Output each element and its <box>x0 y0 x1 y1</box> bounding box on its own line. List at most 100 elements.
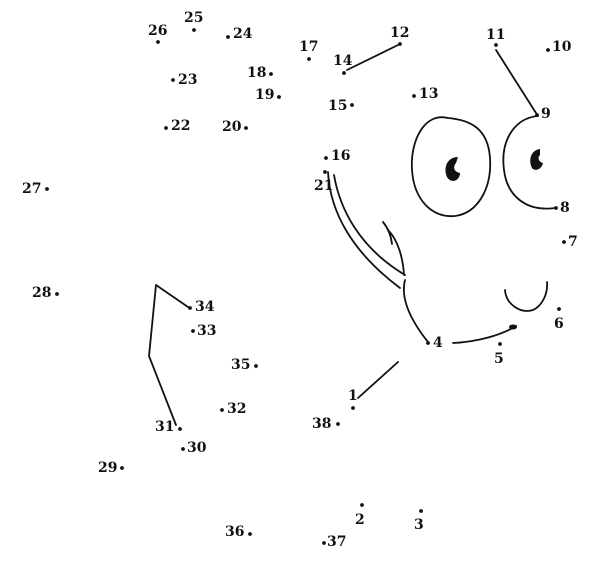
point-6: 6 <box>554 307 564 332</box>
point-25-dot <box>192 28 196 32</box>
point-35-label: 35 <box>231 357 250 373</box>
point-19-label: 19 <box>255 87 274 103</box>
point-27-label: 27 <box>22 181 41 197</box>
point-35: 35 <box>231 357 258 373</box>
hair-tip <box>387 229 405 276</box>
pre-drawn-lines <box>148 44 556 426</box>
point-32-label: 32 <box>227 401 246 417</box>
point-8-dot <box>554 206 558 210</box>
point-38: 38 <box>312 416 340 432</box>
point-9: 9 <box>535 106 551 122</box>
right-eye-outline <box>502 115 556 210</box>
point-38-dot <box>336 422 340 426</box>
point-10-label: 10 <box>552 39 572 55</box>
point-17: 17 <box>299 39 318 61</box>
point-32-dot <box>220 408 224 412</box>
point-7: 7 <box>562 234 578 250</box>
point-26-label: 26 <box>148 23 167 39</box>
point-28-dot <box>55 292 59 296</box>
point-30-label: 30 <box>187 440 207 456</box>
point-23: 23 <box>171 72 197 88</box>
point-27-dot <box>45 187 49 191</box>
line-11-to-9 <box>495 49 537 114</box>
point-2: 2 <box>355 503 365 528</box>
point-37: 37 <box>322 534 346 550</box>
point-11: 11 <box>486 27 505 47</box>
point-36: 36 <box>225 524 252 540</box>
jaw-curve <box>452 325 517 344</box>
point-20-dot <box>244 126 248 130</box>
point-23-dot <box>171 78 175 82</box>
point-4-dot <box>426 341 430 345</box>
point-25: 25 <box>184 10 203 32</box>
point-12-label: 12 <box>390 25 409 41</box>
point-33-label: 33 <box>197 323 216 339</box>
point-22: 22 <box>164 118 190 134</box>
point-15-dot <box>350 103 354 107</box>
point-17-dot <box>307 57 311 61</box>
point-28: 28 <box>32 285 59 301</box>
point-19-dot <box>277 95 281 99</box>
point-23-label: 23 <box>178 72 197 88</box>
point-24-label: 24 <box>233 26 253 42</box>
point-6-dot <box>557 307 561 311</box>
point-2-dot <box>360 503 364 507</box>
left-eye-outline <box>411 116 492 217</box>
point-21: 21 <box>314 170 333 194</box>
point-27: 27 <box>22 181 49 197</box>
point-7-label: 7 <box>568 234 578 250</box>
point-36-label: 36 <box>225 524 244 540</box>
mouth-curve <box>504 281 548 312</box>
point-26-dot <box>156 40 160 44</box>
point-15-label: 15 <box>328 98 347 114</box>
point-19: 19 <box>255 87 281 103</box>
point-16-label: 16 <box>331 148 350 164</box>
point-3-dot <box>419 509 423 513</box>
point-20-label: 20 <box>222 119 242 135</box>
point-21-label: 21 <box>314 178 333 194</box>
point-4-label: 4 <box>433 335 443 351</box>
point-18-label: 18 <box>247 65 266 81</box>
right-eye-pupil <box>530 149 543 170</box>
point-13-dot <box>412 94 416 98</box>
point-35-dot <box>254 364 258 368</box>
point-16: 16 <box>324 148 350 164</box>
point-20: 20 <box>222 119 248 135</box>
point-5: 5 <box>494 342 504 367</box>
left-eye-pupil <box>445 157 460 181</box>
point-30: 30 <box>181 440 207 456</box>
point-38-label: 38 <box>312 416 331 432</box>
point-18-dot <box>269 72 273 76</box>
point-15: 15 <box>328 98 354 114</box>
point-6-label: 6 <box>554 316 564 332</box>
point-37-dot <box>322 541 326 545</box>
point-24-dot <box>226 35 230 39</box>
cheek-line <box>403 279 429 343</box>
point-17-label: 17 <box>299 39 318 55</box>
point-31-dot <box>178 427 182 431</box>
point-14: 14 <box>333 53 353 75</box>
point-29-label: 29 <box>98 460 117 476</box>
line-14-to-12 <box>346 44 399 71</box>
point-3-label: 3 <box>414 517 424 533</box>
point-16-dot <box>324 156 328 160</box>
point-26: 26 <box>148 23 167 44</box>
point-33: 33 <box>191 323 216 339</box>
point-34: 34 <box>188 299 215 315</box>
point-28-label: 28 <box>32 285 51 301</box>
point-1: 1 <box>348 388 358 410</box>
point-8-label: 8 <box>560 200 570 216</box>
point-31-label: 31 <box>155 419 174 435</box>
point-11-label: 11 <box>486 27 505 43</box>
point-9-label: 9 <box>541 106 551 122</box>
point-13: 13 <box>412 86 438 102</box>
point-37-label: 37 <box>327 534 346 550</box>
point-36-dot <box>248 532 252 536</box>
point-25-label: 25 <box>184 10 203 26</box>
hair-line-inner <box>333 174 406 276</box>
point-24: 24 <box>226 26 253 42</box>
point-29: 29 <box>98 460 124 476</box>
